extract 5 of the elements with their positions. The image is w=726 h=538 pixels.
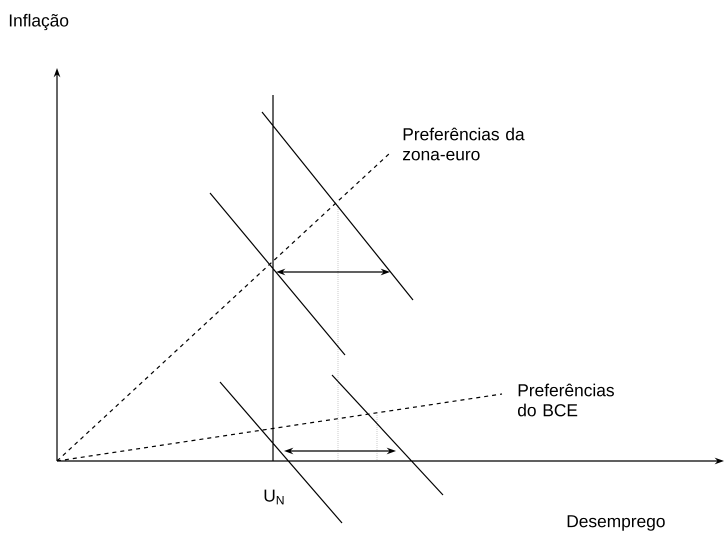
axis-label: Inflação bbox=[10, 14, 68, 30]
curve-label: Preferências da zona-euro bbox=[402, 128, 525, 160]
axis-label: Desemprego bbox=[568, 515, 665, 531]
axis-label: U$_{N}$ bbox=[264, 490, 284, 504]
curve-label: Preferências do BCE bbox=[518, 384, 614, 416]
